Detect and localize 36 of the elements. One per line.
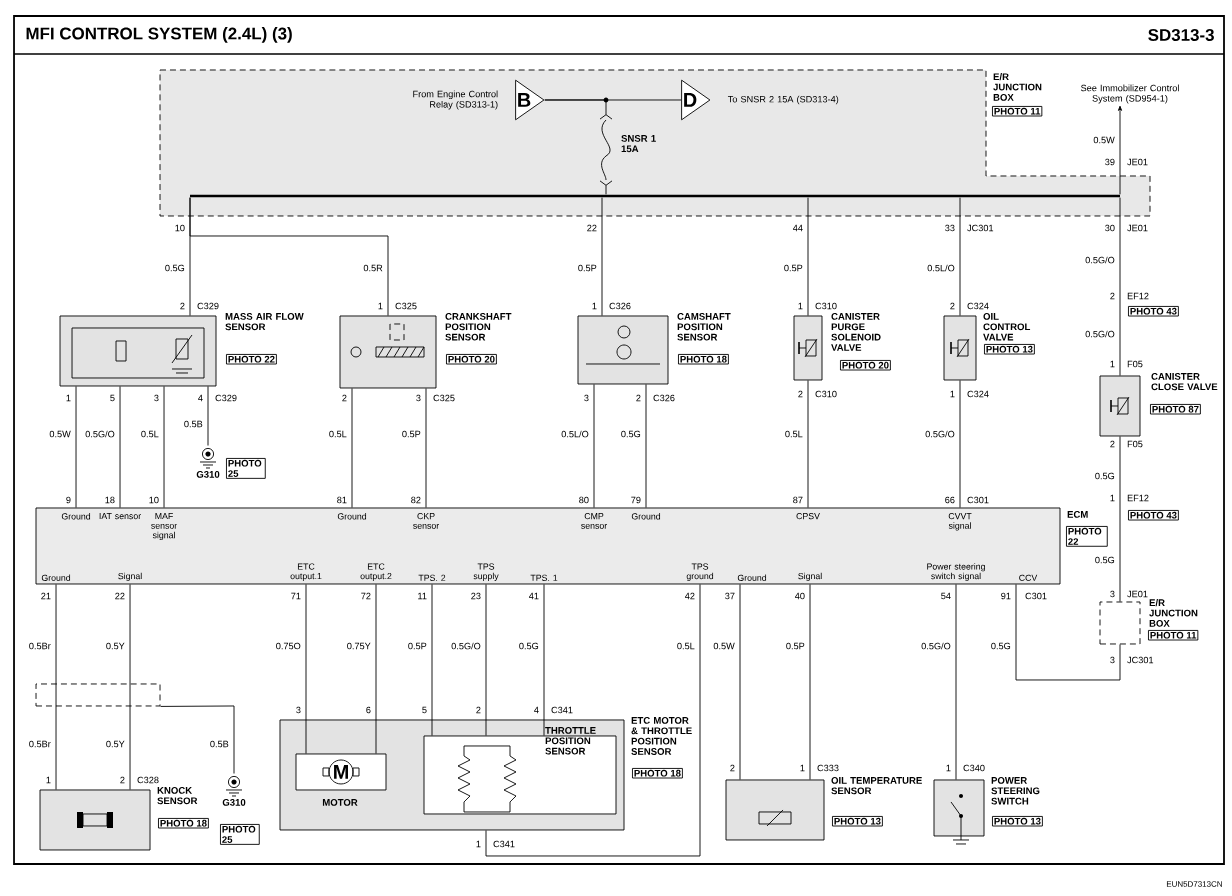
wire (959, 380, 961, 508)
wire (1015, 583, 1121, 681)
shield-box (35, 683, 161, 707)
wire (959, 197, 961, 316)
wire (207, 386, 209, 446)
wire (544, 99, 613, 120)
motor-letter: M (334, 765, 348, 779)
wire (1117, 105, 1123, 195)
wire (55, 583, 57, 790)
wire (485, 583, 701, 857)
wire (431, 583, 433, 736)
page-code: SD313-3 (1148, 29, 1214, 41)
wire (955, 583, 957, 780)
wire (599, 180, 613, 195)
wire (593, 384, 595, 508)
wire (543, 583, 545, 736)
wire (1119, 436, 1121, 602)
wire (485, 583, 487, 736)
wire (189, 197, 389, 316)
wire (1119, 197, 1121, 376)
wire (601, 197, 603, 316)
wire (739, 583, 741, 780)
wire (807, 380, 809, 508)
wire (809, 583, 811, 780)
wire (119, 386, 121, 508)
wire (375, 583, 377, 754)
wire (163, 386, 165, 508)
wire (129, 583, 131, 790)
wire (305, 583, 307, 754)
wire (807, 197, 809, 316)
title: MFI CONTROL SYSTEM (2.4L) (3) (26, 27, 292, 43)
wire (160, 705, 235, 774)
wire (351, 388, 353, 508)
wire (75, 386, 77, 508)
wire (645, 384, 647, 508)
wire (425, 388, 427, 508)
